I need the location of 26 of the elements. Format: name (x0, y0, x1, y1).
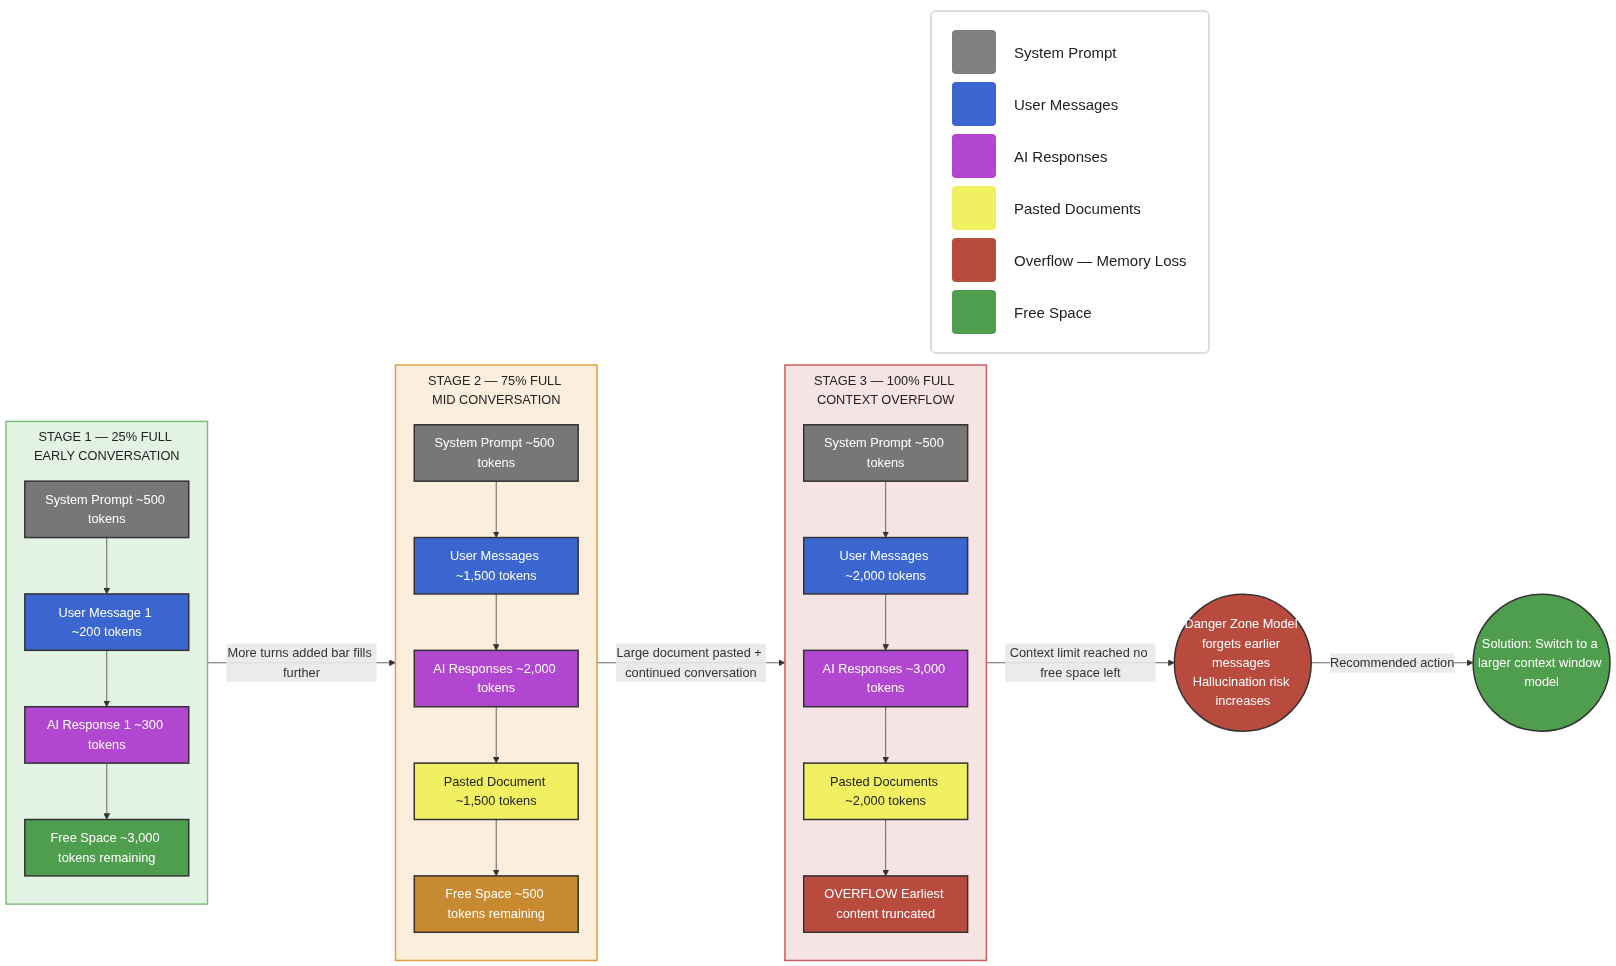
node-box: AI Response 1 ~300 tokens (24, 705, 190, 764)
node-box: Pasted Documents ~2,000 tokens (802, 761, 969, 820)
node-box: AI Responses ~3,000 tokens (802, 649, 969, 707)
node-box: Free Space ~3,000 tokens remaining (24, 818, 190, 877)
legend-label: Free Space (1014, 303, 1092, 321)
legend-label: AI Responses (1014, 147, 1108, 165)
node-box: AI Responses ~2,000 tokens (413, 649, 579, 707)
legend-label: User Messages (1014, 95, 1119, 113)
node-box: System Prompt ~500 tokens (802, 423, 969, 482)
node-box: User Messages ~1,500 tokens (413, 536, 579, 595)
legend-label: System Prompt (1014, 43, 1117, 61)
node-box: Free Space ~500 tokens remaining (413, 874, 579, 933)
edge-label: Context limit reached no free space left (1009, 645, 1148, 679)
node-circle: Solution: Switch to a larger context window model (1472, 593, 1611, 732)
node-box: Pasted Document ~1,500 tokens (413, 761, 579, 820)
node-box: System Prompt ~500 tokens (24, 479, 190, 538)
node-box: OVERFLOW Earliest content truncated (802, 874, 969, 933)
legend-label: Pasted Documents (1014, 199, 1141, 217)
node-box: System Prompt ~500 tokens (413, 423, 579, 482)
edge-label: Large document pasted + continued conversation (616, 645, 762, 679)
legend-label: Overflow — Memory Loss (1014, 251, 1187, 269)
node-box: User Messages ~2,000 tokens (802, 536, 969, 595)
node-circle: Danger Zone Model forgets earlier messages Hallucination risk increases (1173, 593, 1312, 732)
node-box: User Message 1 ~200 tokens (24, 592, 190, 651)
edge-label: More turns added bar fills further (227, 645, 372, 679)
edge-label: Recommended action (1330, 654, 1455, 670)
